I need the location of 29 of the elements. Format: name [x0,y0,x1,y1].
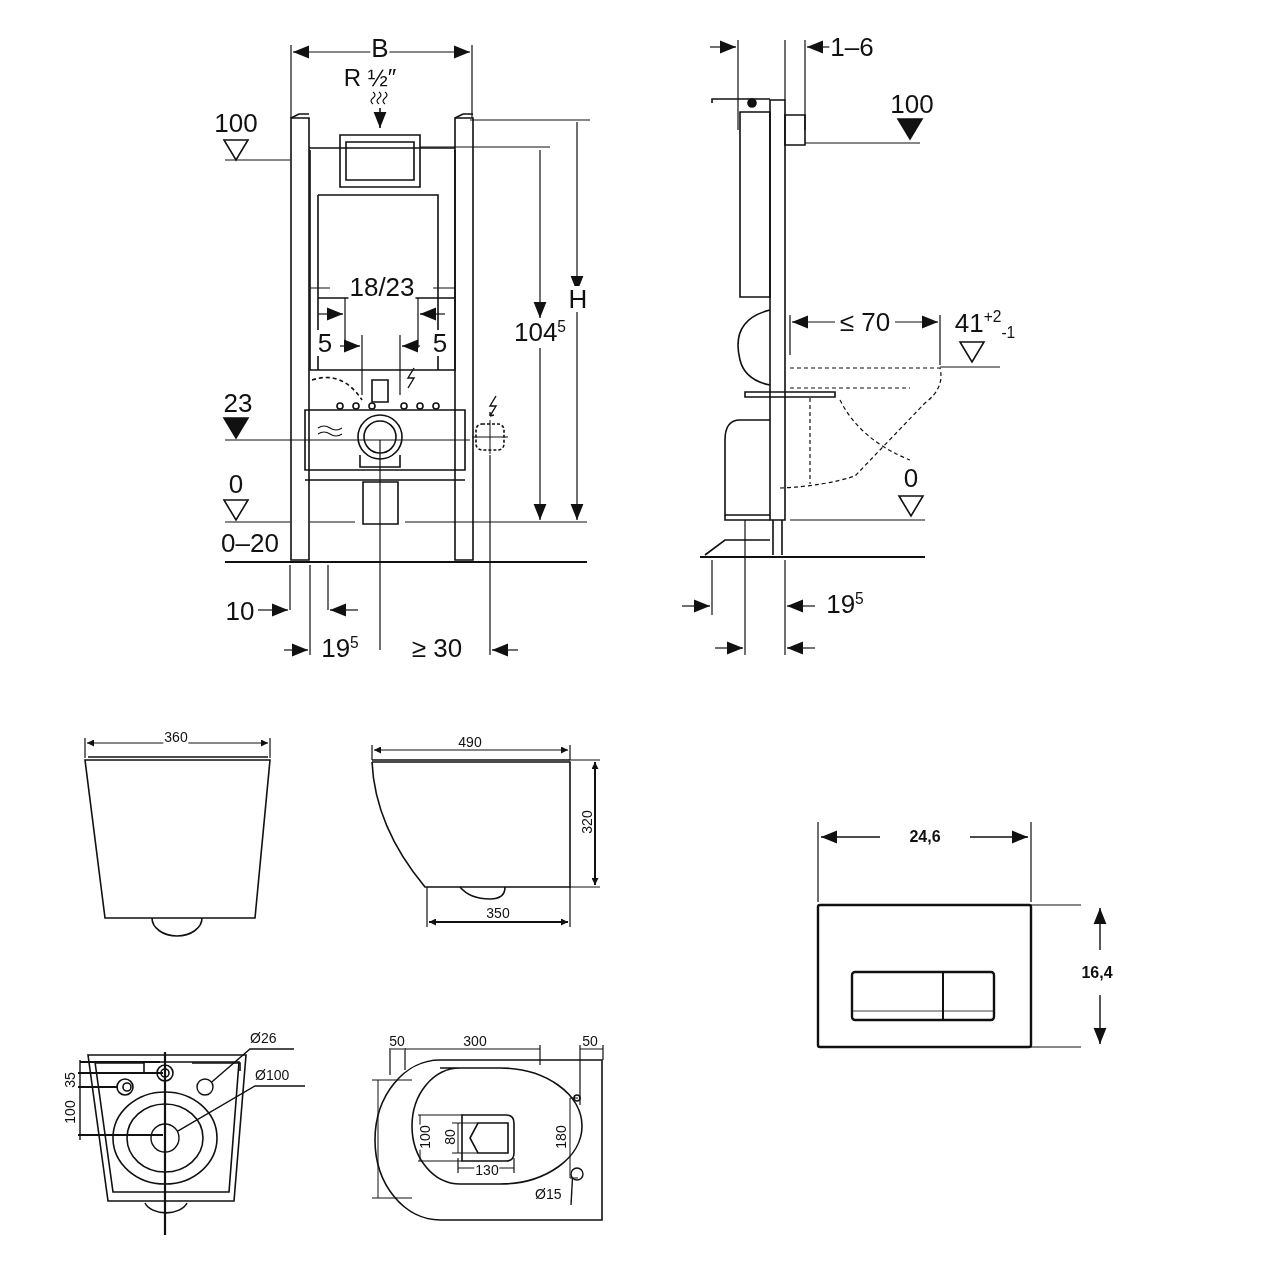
dimension-label: 50 [581,1034,599,1048]
dimension-label: 320 [580,809,594,835]
dimension-label: 300 [462,1034,488,1048]
hole-outline [196,1078,214,1096]
dimension-label: 16,4 [1080,965,1114,981]
dimension-label: 350 [485,906,511,920]
dimension-label: 50 [388,1034,406,1048]
dimension-label: H [567,286,589,312]
dimension-label: 80 [443,1128,457,1146]
dimension-label: 180 [554,1124,568,1150]
dimension-label: 5 [431,330,449,356]
diameter-label: Ø15 [535,1187,562,1201]
dimension-label: 35 [63,1071,77,1089]
dimension-label: 24,6 [908,829,942,845]
leader-line [176,1085,306,1133]
dimension-label: 100 [418,1124,432,1150]
hole-outline [570,1167,584,1181]
dimension-label: 18/23 [348,274,416,300]
dimension-label: R ½″ [342,66,398,90]
leader-line [570,1177,574,1206]
dimension-label: 130 [474,1163,500,1177]
dimension-label: 490 [457,735,483,749]
dimension-label: 100 [63,1099,77,1125]
diameter-label: Ø100 [255,1068,290,1082]
leader-line [210,1048,295,1084]
diameter-label: Ø26 [250,1031,277,1045]
dimension-label: 5 [316,330,334,356]
dimension-label: 360 [163,730,189,744]
hole-outline [150,1123,180,1153]
